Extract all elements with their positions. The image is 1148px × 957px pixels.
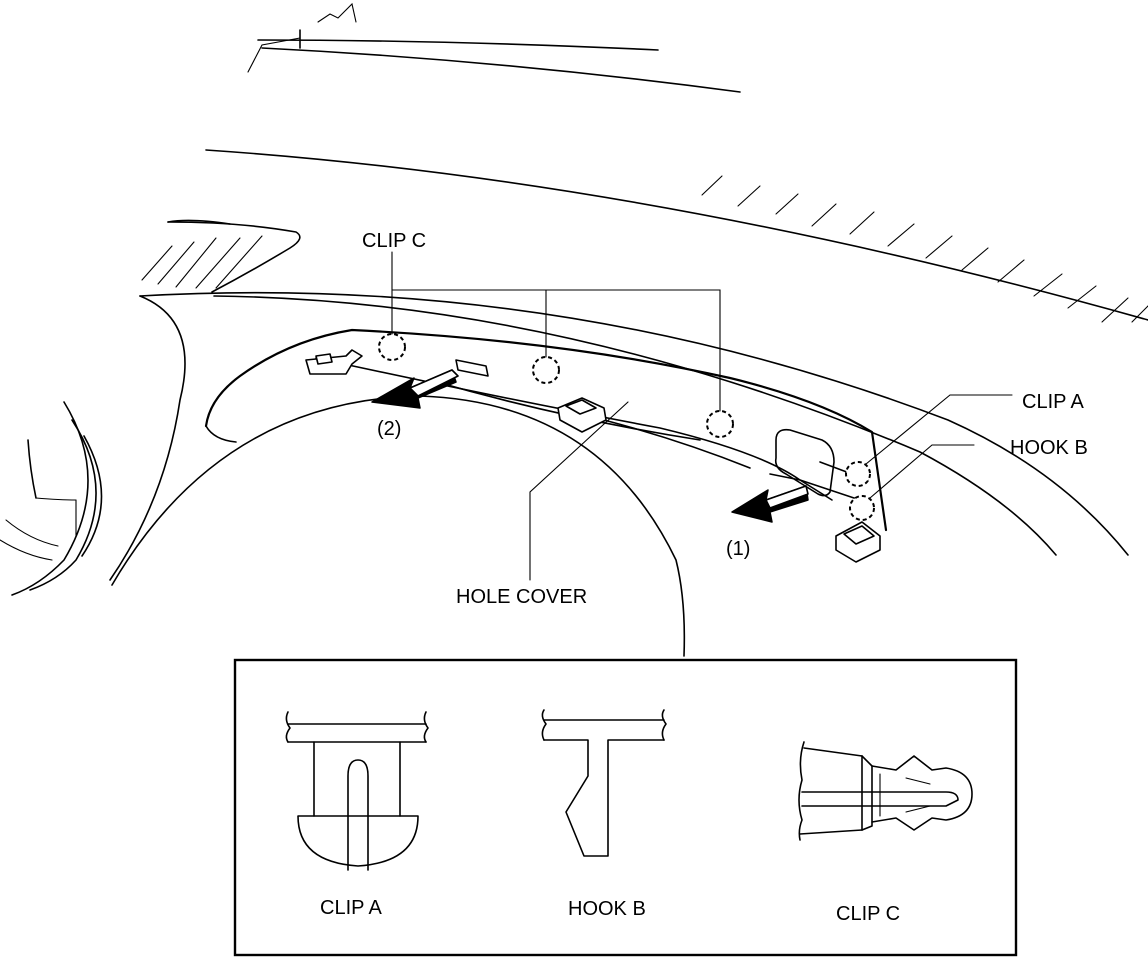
vehicle-body-outline <box>0 2 1148 657</box>
hole-cover-panel <box>204 328 888 563</box>
clip-c-marker-1 <box>378 333 406 361</box>
clip-markers <box>378 333 875 521</box>
detail-hook-b-label: HOOK B <box>568 898 646 920</box>
clip-c-label: CLIP C <box>362 230 426 252</box>
detail-clip-a-label: CLIP A <box>320 897 383 919</box>
clip-a-detail <box>285 711 429 871</box>
clip-a-marker <box>845 461 871 487</box>
step-2-label: (2) <box>377 418 401 440</box>
leader-lines <box>391 251 1013 581</box>
clip-a-label: CLIP A <box>1022 391 1085 413</box>
hole-cover-label: HOLE COVER <box>456 586 587 608</box>
removal-arrows <box>371 369 809 523</box>
detail-clip-c-label: CLIP C <box>836 903 900 925</box>
step-1-label: (1) <box>726 538 750 560</box>
clip-c-detail <box>798 741 973 841</box>
clip-c-marker-2 <box>532 356 560 384</box>
hook-b-marker <box>849 495 875 521</box>
clip-c-marker-3 <box>706 410 734 438</box>
hook-b-detail <box>541 709 667 857</box>
detail-inset: CLIP A HOOK B CLIP C <box>233 658 1018 957</box>
hook-b-label: HOOK B <box>1010 437 1088 459</box>
